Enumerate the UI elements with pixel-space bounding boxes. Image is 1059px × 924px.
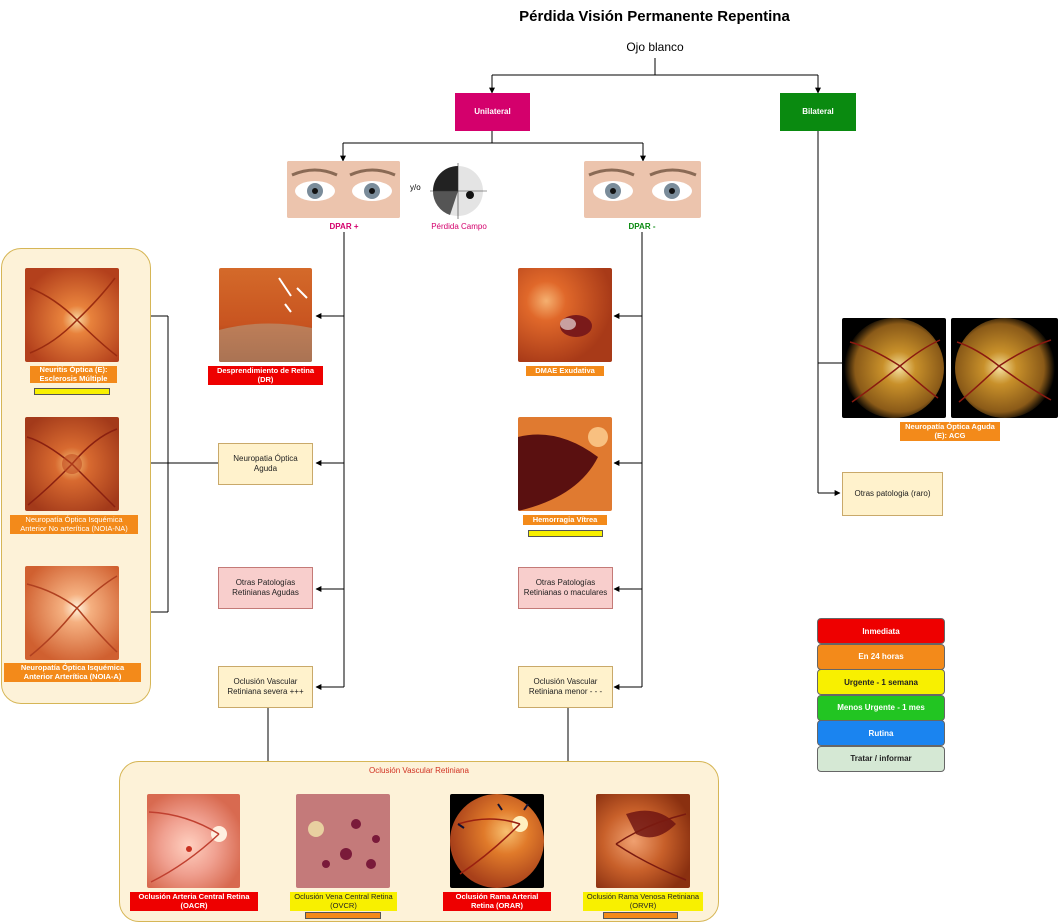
ovcr-urgency-bar: [305, 912, 381, 919]
neuropatia-bilateral-label: Neuropatía Óptica Aguda (E): ACG: [900, 422, 1000, 441]
dr-fundus-image: [219, 268, 312, 362]
oacr-fundus-image: [147, 794, 240, 888]
neuritis-urgency-bar: [34, 388, 110, 395]
ovr-severa-node: Oclusión Vascular Retiniana severa +++: [218, 666, 313, 708]
dpar-neg-label: DPAR -: [628, 222, 656, 231]
perdida-campo-label: Pérdida Campo: [431, 222, 487, 231]
yo-text: y/o: [410, 183, 421, 192]
dpar-pos-label: DPAR +: [329, 222, 359, 231]
legend-item: Menos Urgente - 1 mes: [817, 694, 945, 721]
orar-fundus-image: [450, 794, 544, 888]
bilateral-fundus-image-2: [951, 318, 1058, 418]
hemorragia-urgency-bar: [528, 530, 603, 537]
eyes-image-dpar-pos: [287, 161, 400, 218]
legend-item: Inmediata: [817, 618, 945, 644]
visual-field-icon: [430, 163, 487, 219]
ovcr-fundus-image: [296, 794, 390, 888]
neuropatia-aguda-node: Neuropatia Óptica Aguda: [218, 443, 313, 485]
bilateral-fundus-image-1: [842, 318, 946, 418]
hemorragia-fundus-image: [518, 417, 612, 511]
subtitle: Ojo blanco: [626, 40, 684, 54]
hemorragia-label: Hemorragia Vítrea: [523, 515, 607, 525]
legend-item: Tratar / informar: [817, 745, 945, 772]
dr-label: Desprendimiento de Retina (DR): [208, 366, 323, 385]
bilateral-node: Bilateral: [780, 93, 856, 131]
dmae-label: DMAE Exudativa: [526, 366, 604, 376]
page-title: Pérdida Visión Permanente Repentina: [519, 8, 790, 25]
neuritis-label: Neuritis Óptica (E): Esclerosis Múltiple: [30, 365, 117, 383]
oacr-label: Oclusión Arteria Central Retina (OACR): [130, 892, 258, 911]
noia-a-fundus-image: [25, 566, 119, 660]
noia-na-label: Neuropatía Óptica Isquémica Anterior No …: [10, 515, 138, 534]
orvr-urgency-bar: [603, 912, 678, 919]
dmae-fundus-image: [518, 268, 612, 362]
otras-maculares-node: Otras Patologías Retinianas o maculares: [518, 567, 613, 609]
unilateral-node: Unilateral: [455, 93, 530, 131]
neuritis-fundus-image: [25, 268, 119, 362]
otras-raro-node: Otras patologia (raro): [842, 472, 943, 516]
ovr-panel-title: Oclusión Vascular Retiniana: [369, 766, 469, 775]
noia-na-fundus-image: [25, 417, 119, 511]
orvr-label: Oclusión Rama Venosa Retiniana (ORVR): [583, 892, 703, 911]
otras-agudas-node: Otras Patologías Retinianas Agudas: [218, 567, 313, 609]
eyes-image-dpar-neg: [584, 161, 701, 218]
orar-label: Oclusión Rama Arterial Retina (ORAR): [443, 892, 551, 911]
noia-a-label: Neuropatía Óptica Isquémica Anterior Art…: [4, 663, 141, 682]
ovcr-label: Oclusión Vena Central Retina (OVCR): [290, 892, 397, 911]
ovr-menor-node: Oclusión Vascular Retiniana menor - - -: [518, 666, 613, 708]
legend-item: Urgente - 1 semana: [817, 669, 945, 695]
orvr-fundus-image: [596, 794, 690, 888]
legend-item: En 24 horas: [817, 643, 945, 670]
legend-item: Rutina: [817, 720, 945, 746]
